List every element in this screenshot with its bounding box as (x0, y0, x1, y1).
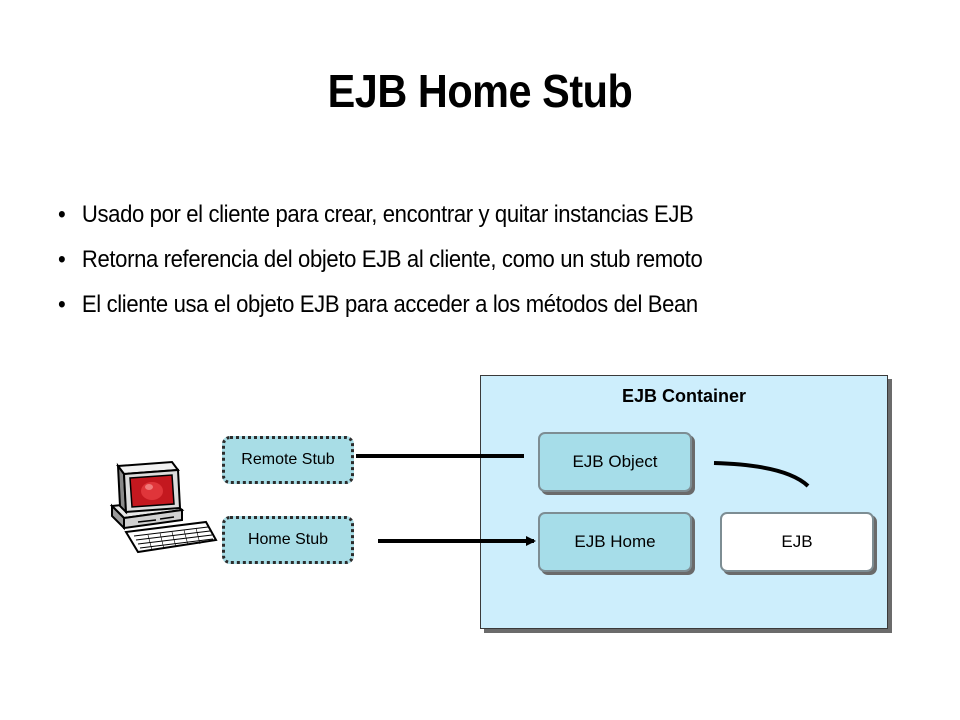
bullet-item: • Usado por el cliente para crear, encon… (58, 192, 849, 237)
ejb-object-label: EJB Object (572, 452, 658, 471)
remote-stub-box: Remote Stub (222, 436, 354, 484)
bullet-item: • Retorna referencia del objeto EJB al c… (58, 237, 849, 282)
bullet-text: El cliente usa el objeto EJB para accede… (81, 291, 698, 318)
ejb-container: EJB Container (480, 375, 888, 629)
bullet-text: Retorna referencia del objeto EJB al cli… (81, 246, 703, 273)
bullet-marker: • (58, 201, 66, 228)
ejb-home-label: EJB Home (574, 532, 656, 551)
container-label: EJB Container (621, 386, 747, 406)
bullet-marker: • (58, 291, 66, 318)
slide-title: EJB Home Stub (327, 65, 633, 117)
home-stub-box: Home Stub (222, 516, 354, 564)
ejb-object-box: EJB Object (538, 432, 692, 492)
ejb-box: EJB (720, 512, 874, 572)
home-stub-label: Home Stub (247, 531, 329, 548)
object-ejb-connector (713, 461, 810, 488)
bullet-text: Usado por el cliente para crear, encontr… (81, 201, 694, 228)
remote-stub-label: Remote Stub (241, 451, 335, 468)
bullet-item: • El cliente usa el objeto EJB para acce… (58, 282, 849, 327)
computer-icon (109, 460, 218, 554)
ejb-home-box: EJB Home (538, 512, 692, 572)
bullet-marker: • (58, 246, 66, 273)
ejb-label: EJB (781, 532, 813, 551)
bullet-list: • Usado por el cliente para crear, encon… (58, 192, 918, 327)
